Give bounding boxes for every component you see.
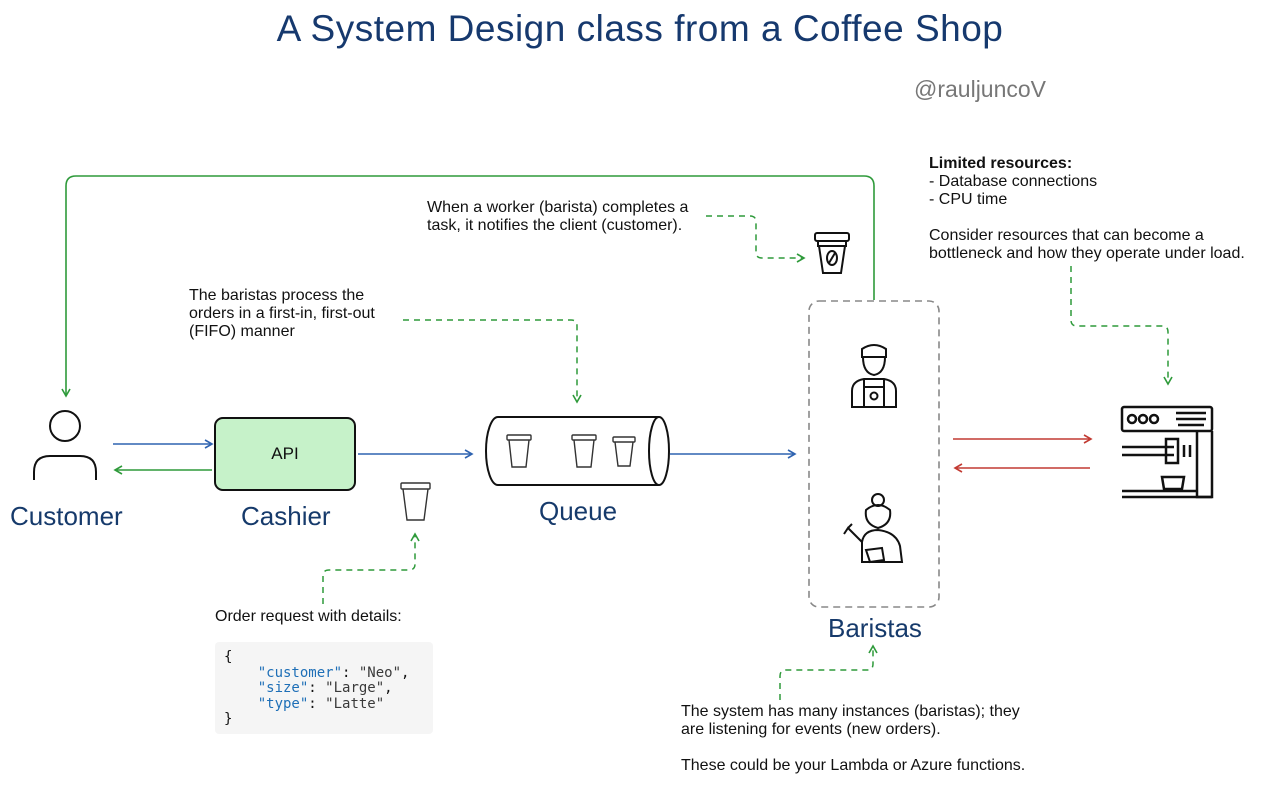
coffee-cup-bean-icon [814,232,850,274]
json-value-type: "Latte" [325,695,385,712]
baristas-label: Baristas [828,613,922,643]
notify-customer-arrow [61,175,875,398]
author-handle: @rauljuncoV [914,76,1047,102]
notify-note: When a worker (barista) completes a task… [427,199,689,234]
lambda-note: These could be your Lambda or Azure func… [681,757,1026,774]
barista-woman-icon [843,493,904,564]
barista-man-icon [851,344,897,408]
fifo-note: The baristas process the orders in a fir… [189,287,375,340]
diagram-title: A System Design class from a Coffee Shop [276,8,1004,49]
espresso-machine-icon [1120,405,1214,499]
resources-items: - Database connections - CPU time [929,173,1098,208]
cashier-label: Cashier [241,501,331,531]
json-key-size: "size" [257,680,309,696]
queue-cylinder [485,416,670,486]
resources-consider: Consider resources that can become a bot… [929,227,1245,262]
json-key-type: "type" [257,695,309,712]
order-json-block: { "customer": "Neo", "size": "Large", "t… [215,642,433,734]
customer-label: Customer [10,501,123,531]
cashier-api-box: API [214,417,356,491]
json-value-size: "Large" [325,680,385,696]
json-key-customer: "customer" [257,664,343,681]
fifo-note-pointer [403,319,582,404]
json-value-customer: "Neo" [358,664,402,681]
notify-note-pointer [706,215,806,263]
instances-note-pointer [779,644,878,700]
json-close-brace: } [224,711,233,727]
coffee-cup-icon [400,482,431,521]
order-note-pointer [322,532,420,604]
resources-note-pointer [1070,266,1173,386]
queue-label: Queue [539,496,618,526]
baristas-container [808,300,940,608]
order-request-note: Order request with details: [215,608,402,625]
json-open-brace: { [224,649,233,665]
person-icon [33,410,97,480]
instances-note: The system has many instances (baristas)… [681,703,1020,738]
resources-title: Limited resources: [929,155,1073,172]
queue-cup-icons [506,434,636,468]
